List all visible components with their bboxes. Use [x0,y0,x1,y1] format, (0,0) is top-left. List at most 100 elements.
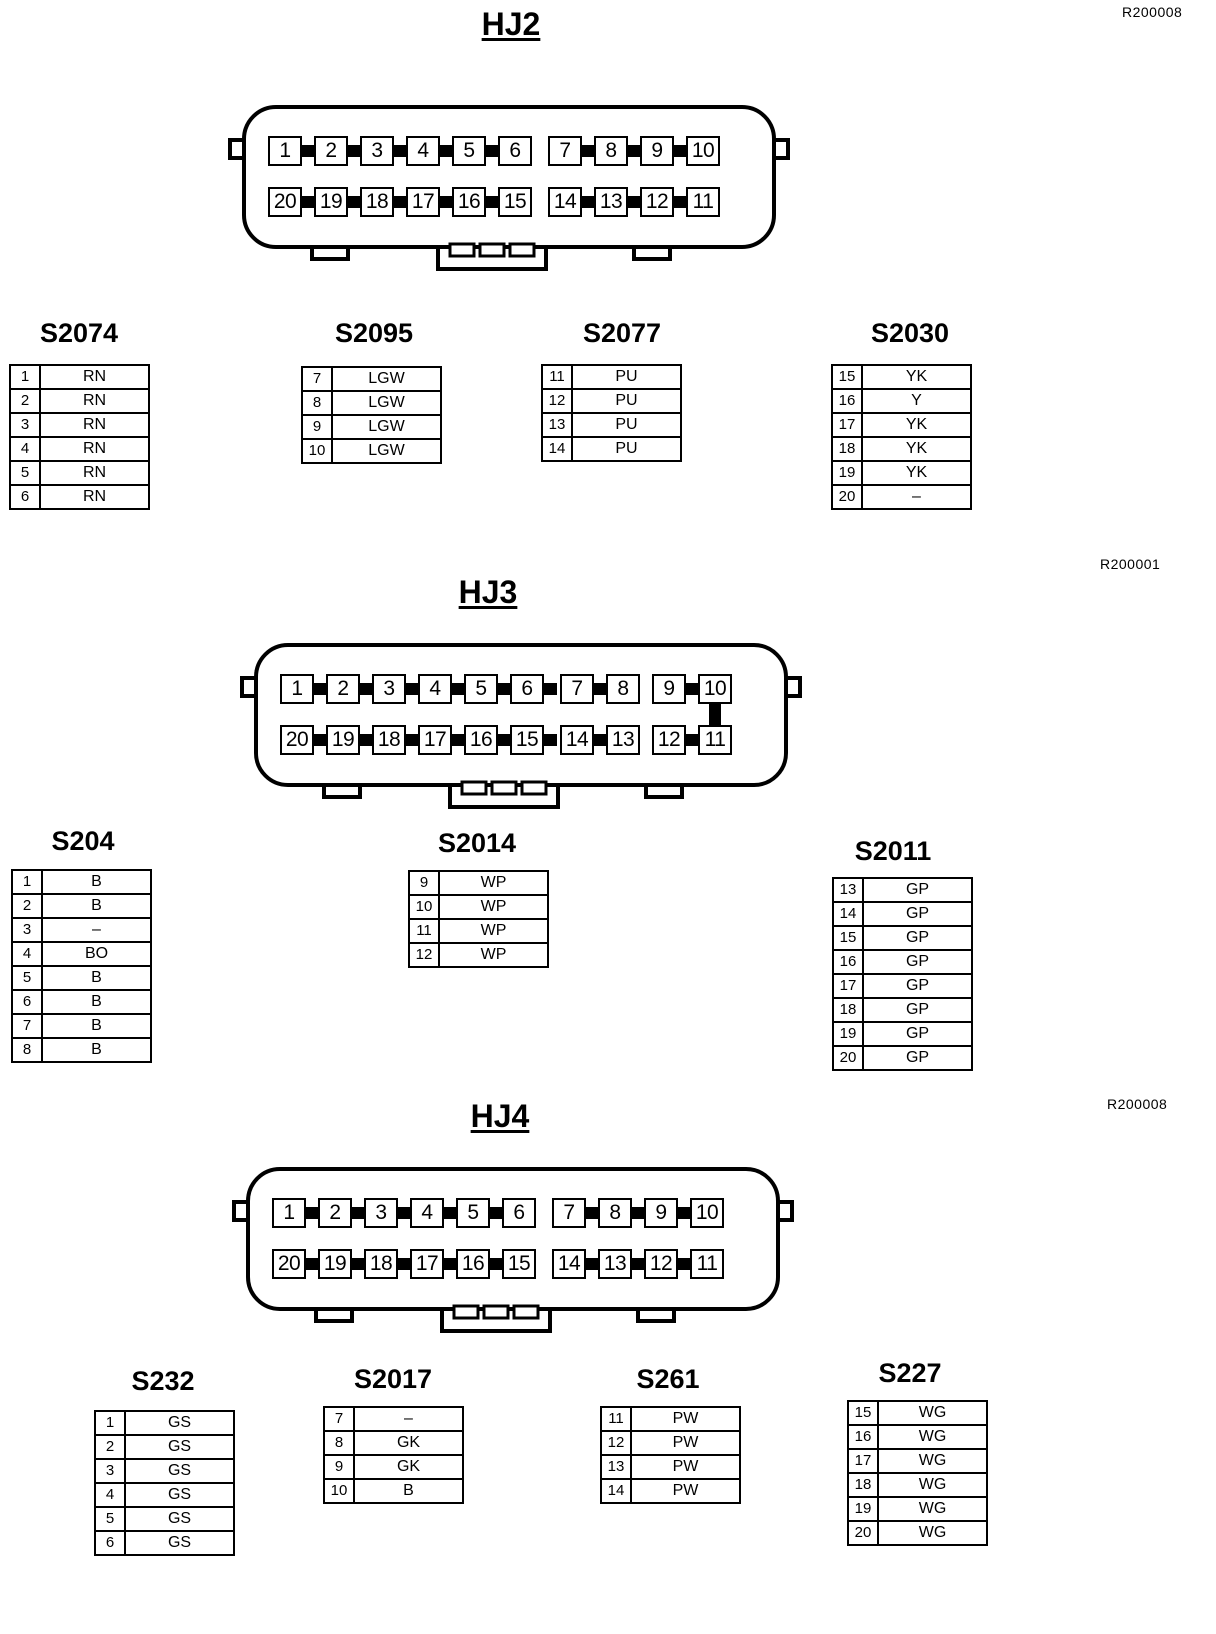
pin-number: 11 [600,1406,632,1432]
pin-cavity: 20 [268,187,302,217]
wire-row: 7– [323,1406,464,1432]
pin-link [301,196,315,208]
pin-cavity: 6 [502,1198,536,1228]
pin-label: 19 [319,190,343,213]
pin-link [393,145,407,157]
pin-number: 9 [408,870,440,896]
pin-number: 11 [408,918,440,944]
pin-link [451,683,465,695]
pin-number: 10 [408,894,440,920]
wire-color: – [353,1406,464,1432]
pin-cavity: 9 [640,136,674,166]
wire-color: LGW [331,390,442,416]
wire-color: YK [861,460,972,486]
pin-label: 13 [611,728,635,751]
wire-color: B [41,989,152,1015]
pin-cavity: 17 [410,1249,444,1279]
pin-label: 20 [285,728,309,751]
wire-color: GP [862,1045,973,1071]
wire-color: PW [630,1454,741,1480]
pin-number: 4 [94,1482,126,1508]
pin-cavity: 16 [464,725,498,755]
pin-label: 15 [515,728,539,751]
pin-label: 17 [423,728,447,751]
pin-label: 9 [663,677,675,700]
pin-number: 15 [847,1400,879,1426]
pin-number: 15 [831,364,863,390]
wire-color: RN [39,412,150,438]
pin-number: 14 [832,901,864,927]
wire-color: PW [630,1430,741,1456]
pin-cavity: 13 [606,725,640,755]
wire-color: GK [353,1454,464,1480]
pin-cavity: 19 [314,187,348,217]
pin-label: 7 [563,1201,575,1224]
connector-title-hj4: HJ4 [470,1098,530,1134]
pin-link [581,196,595,208]
pin-cavity: 8 [598,1198,632,1228]
pin-cavity: 7 [560,674,594,704]
pin-cavity: 5 [456,1198,490,1228]
wire-color: RN [39,436,150,462]
wire-color: B [41,965,152,991]
pin-link [351,1207,365,1219]
group-title-s2077: S2077 [582,318,662,348]
wire-color: GS [124,1458,235,1484]
lock-slot [460,780,488,796]
pin-number: 4 [11,941,43,967]
pin-label: 6 [513,1201,525,1224]
wire-color: LGW [331,366,442,392]
pin-label: 1 [283,1201,295,1224]
pin-cavity: 13 [594,187,628,217]
lock-slot [490,780,518,796]
pin-link [585,1207,599,1219]
pin-label: 15 [507,1252,531,1275]
lock-slot [482,1304,510,1320]
pin-label: 7 [571,677,583,700]
pin-link [627,196,641,208]
pin-label: 12 [645,190,669,213]
pin-label: 20 [273,190,297,213]
pin-link [685,683,699,695]
pin-link [451,734,465,746]
pin-number: 4 [9,436,41,462]
pin-link [485,145,499,157]
pin-number: 16 [832,949,864,975]
pin-link [397,1258,411,1270]
pin-cavity: 1 [272,1198,306,1228]
pin-label: 16 [457,190,481,213]
wire-color: PW [630,1478,741,1504]
wire-color: YK [861,412,972,438]
pin-link [405,734,419,746]
pin-cavity: 20 [280,725,314,755]
pin-label: 3 [371,139,383,162]
group-title-s204: S204 [51,826,115,856]
group-title-s2017: S2017 [353,1364,433,1394]
wire-color: BO [41,941,152,967]
pin-cavity: 4 [406,136,440,166]
